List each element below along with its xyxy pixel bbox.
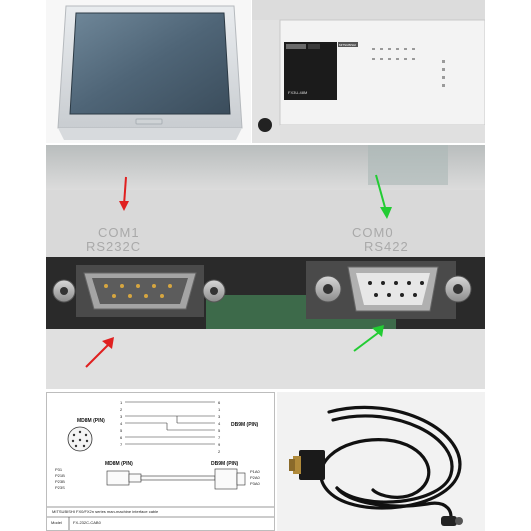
right-port-name: COM0	[352, 225, 394, 240]
db9-connector	[289, 450, 325, 480]
left-pin: 3	[120, 414, 123, 419]
left-port-type: RS232C	[86, 239, 141, 254]
left-pin: 7	[120, 442, 123, 447]
left-code: P31	[55, 467, 63, 472]
right-pin: 6	[218, 400, 221, 405]
wire-lines	[125, 401, 215, 445]
left-pin: 5	[120, 428, 123, 433]
plc-brand-text: MITSUBISHI	[339, 43, 356, 47]
right-connector-label: DB9M (PIN)	[231, 422, 259, 428]
left-port-name: COM1	[98, 225, 140, 240]
left-connector-label: MD8M (PIN)	[77, 418, 105, 424]
left-side-codes: P31 P21B P23B P23S	[55, 467, 65, 490]
green-arrow-bottom	[353, 325, 384, 352]
right-pin: 9	[218, 442, 221, 447]
model-value: FX-232C-CAB0	[73, 520, 102, 525]
cable-photo	[277, 392, 485, 531]
left-code: P23S	[55, 485, 65, 490]
coiled-cable-image	[277, 392, 485, 531]
plug-right-label: DB9M (PIN)	[211, 461, 239, 467]
red-arrow-top	[119, 176, 129, 211]
right-side-codes: P1A0 P2A0 P3A0	[250, 469, 261, 486]
right-pin: 2	[218, 449, 221, 454]
right-code: P3A0	[250, 481, 261, 486]
left-pin: 4	[120, 421, 123, 426]
right-pin: 7	[218, 435, 221, 440]
db9-plug-drawing	[214, 468, 246, 490]
red-arrow-bottom	[85, 337, 114, 368]
right-port-type: RS422	[364, 239, 409, 254]
green-arrow-top	[375, 174, 392, 219]
plc-ports-closeup-image: COM1 RS232C COM0 RS422	[46, 145, 485, 389]
left-pin: 1	[120, 400, 123, 405]
mini-din-connector	[441, 516, 463, 526]
wiring-diagram: 1 2 3 4 5 6 7 6 1 3 4 5 7 9 2	[46, 392, 275, 531]
plug-left-label: MD8M (PIN)	[105, 461, 133, 467]
left-pin-numbers: 1 2 3 4 5 6 7	[120, 400, 123, 447]
left-code: P21B	[55, 473, 65, 478]
mini-din-plug-drawing	[106, 470, 216, 486]
pinout-drawing: 1 2 3 4 5 6 7 6 1 3 4 5 7 9 2	[47, 400, 274, 530]
plc-brand-badge	[338, 42, 358, 47]
right-pin: 1	[218, 407, 221, 412]
hmi-photo	[46, 0, 251, 143]
plc-unit-image: FX3U-48M MITSUBISHI	[252, 0, 485, 143]
plc-model-text: FX3U-48M	[288, 90, 307, 95]
diagram-caption: MITSUBISHI FX0/FX2n series man-machine i…	[52, 509, 159, 514]
left-pin: 6	[120, 435, 123, 440]
mini-din-face	[67, 426, 93, 452]
right-pin: 3	[218, 414, 221, 419]
hmi-touch-panel-image	[46, 0, 251, 143]
right-pin-numbers: 6 1 3 4 5 7 9 2	[218, 400, 221, 454]
plc-photo: FX3U-48M MITSUBISHI	[252, 0, 485, 143]
left-code: P23B	[55, 479, 65, 484]
left-pin: 2	[120, 407, 123, 412]
model-label: Model	[51, 520, 62, 525]
right-pin: 5	[218, 428, 221, 433]
right-code: P1A0	[250, 469, 261, 474]
right-pin: 4	[218, 421, 221, 426]
ports-photo: COM1 RS232C COM0 RS422	[46, 145, 485, 389]
right-code: P2A0	[250, 475, 261, 480]
